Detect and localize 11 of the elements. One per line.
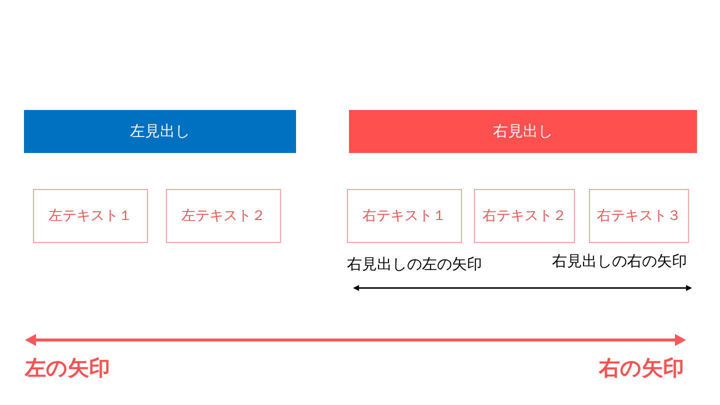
text-box: 左テキスト２ xyxy=(166,189,281,243)
text-box: 右テキスト３ xyxy=(589,189,689,243)
text-box: 左テキスト１ xyxy=(33,189,148,243)
text-box: 右テキスト２ xyxy=(474,189,575,243)
arrow-label: 左の矢印 xyxy=(25,357,110,382)
arrow-label: 右見出しの左の矢印 xyxy=(347,256,482,274)
arrow-label: 右の矢印 xyxy=(599,357,684,382)
arrow-label: 右見出しの右の矢印 xyxy=(552,253,687,270)
heading-bar: 右見出し xyxy=(349,110,697,153)
heading-bar: 左見出し xyxy=(24,110,296,153)
text-box: 右テキスト１ xyxy=(347,189,462,243)
